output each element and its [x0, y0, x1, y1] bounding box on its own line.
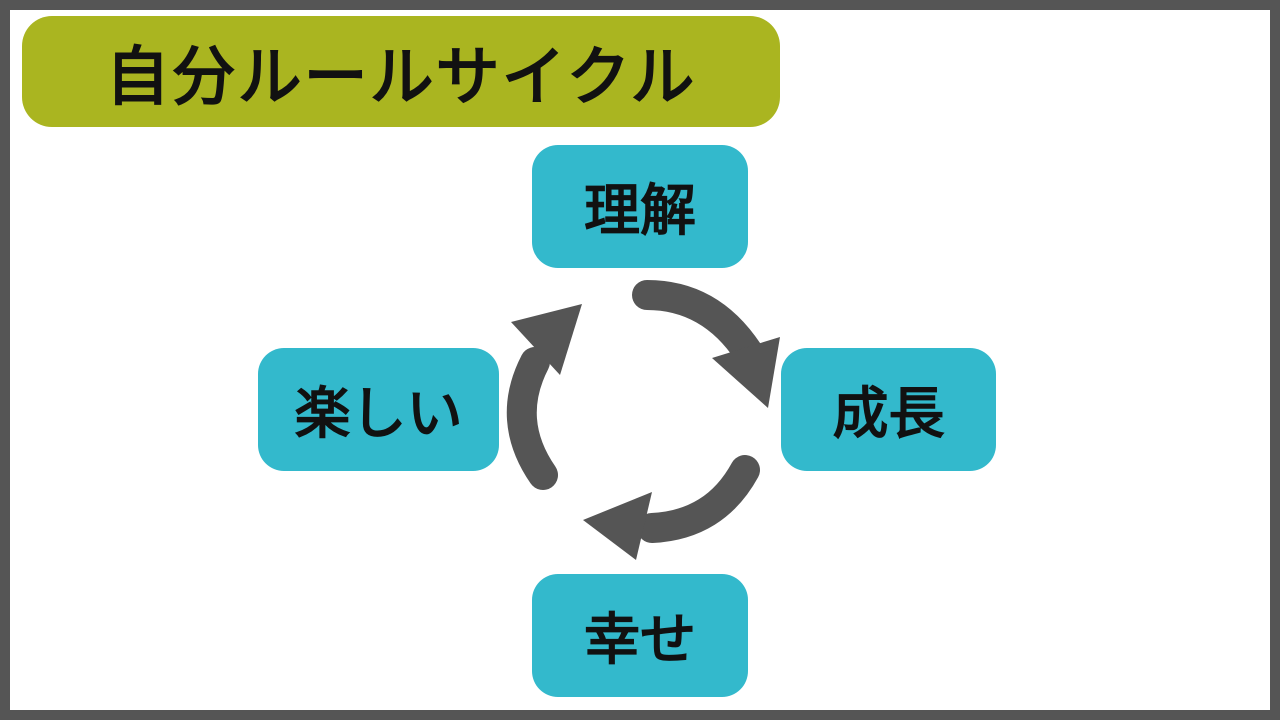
node-fun: 楽しい	[258, 348, 499, 471]
node-understanding: 理解	[532, 145, 748, 268]
arrowhead-bottom-icon	[583, 492, 652, 560]
node-happiness: 幸せ	[532, 574, 748, 697]
arrowhead-left-icon	[511, 304, 582, 375]
diagram-title: 自分ルールサイクル	[22, 16, 780, 127]
arrowhead-top-right-icon	[712, 337, 780, 408]
node-growth: 成長	[781, 348, 996, 471]
arrow-shaft-left	[506, 347, 558, 490]
arrow-shaft-top-right	[632, 280, 763, 367]
arrow-shaft-bottom-right	[637, 455, 760, 543]
